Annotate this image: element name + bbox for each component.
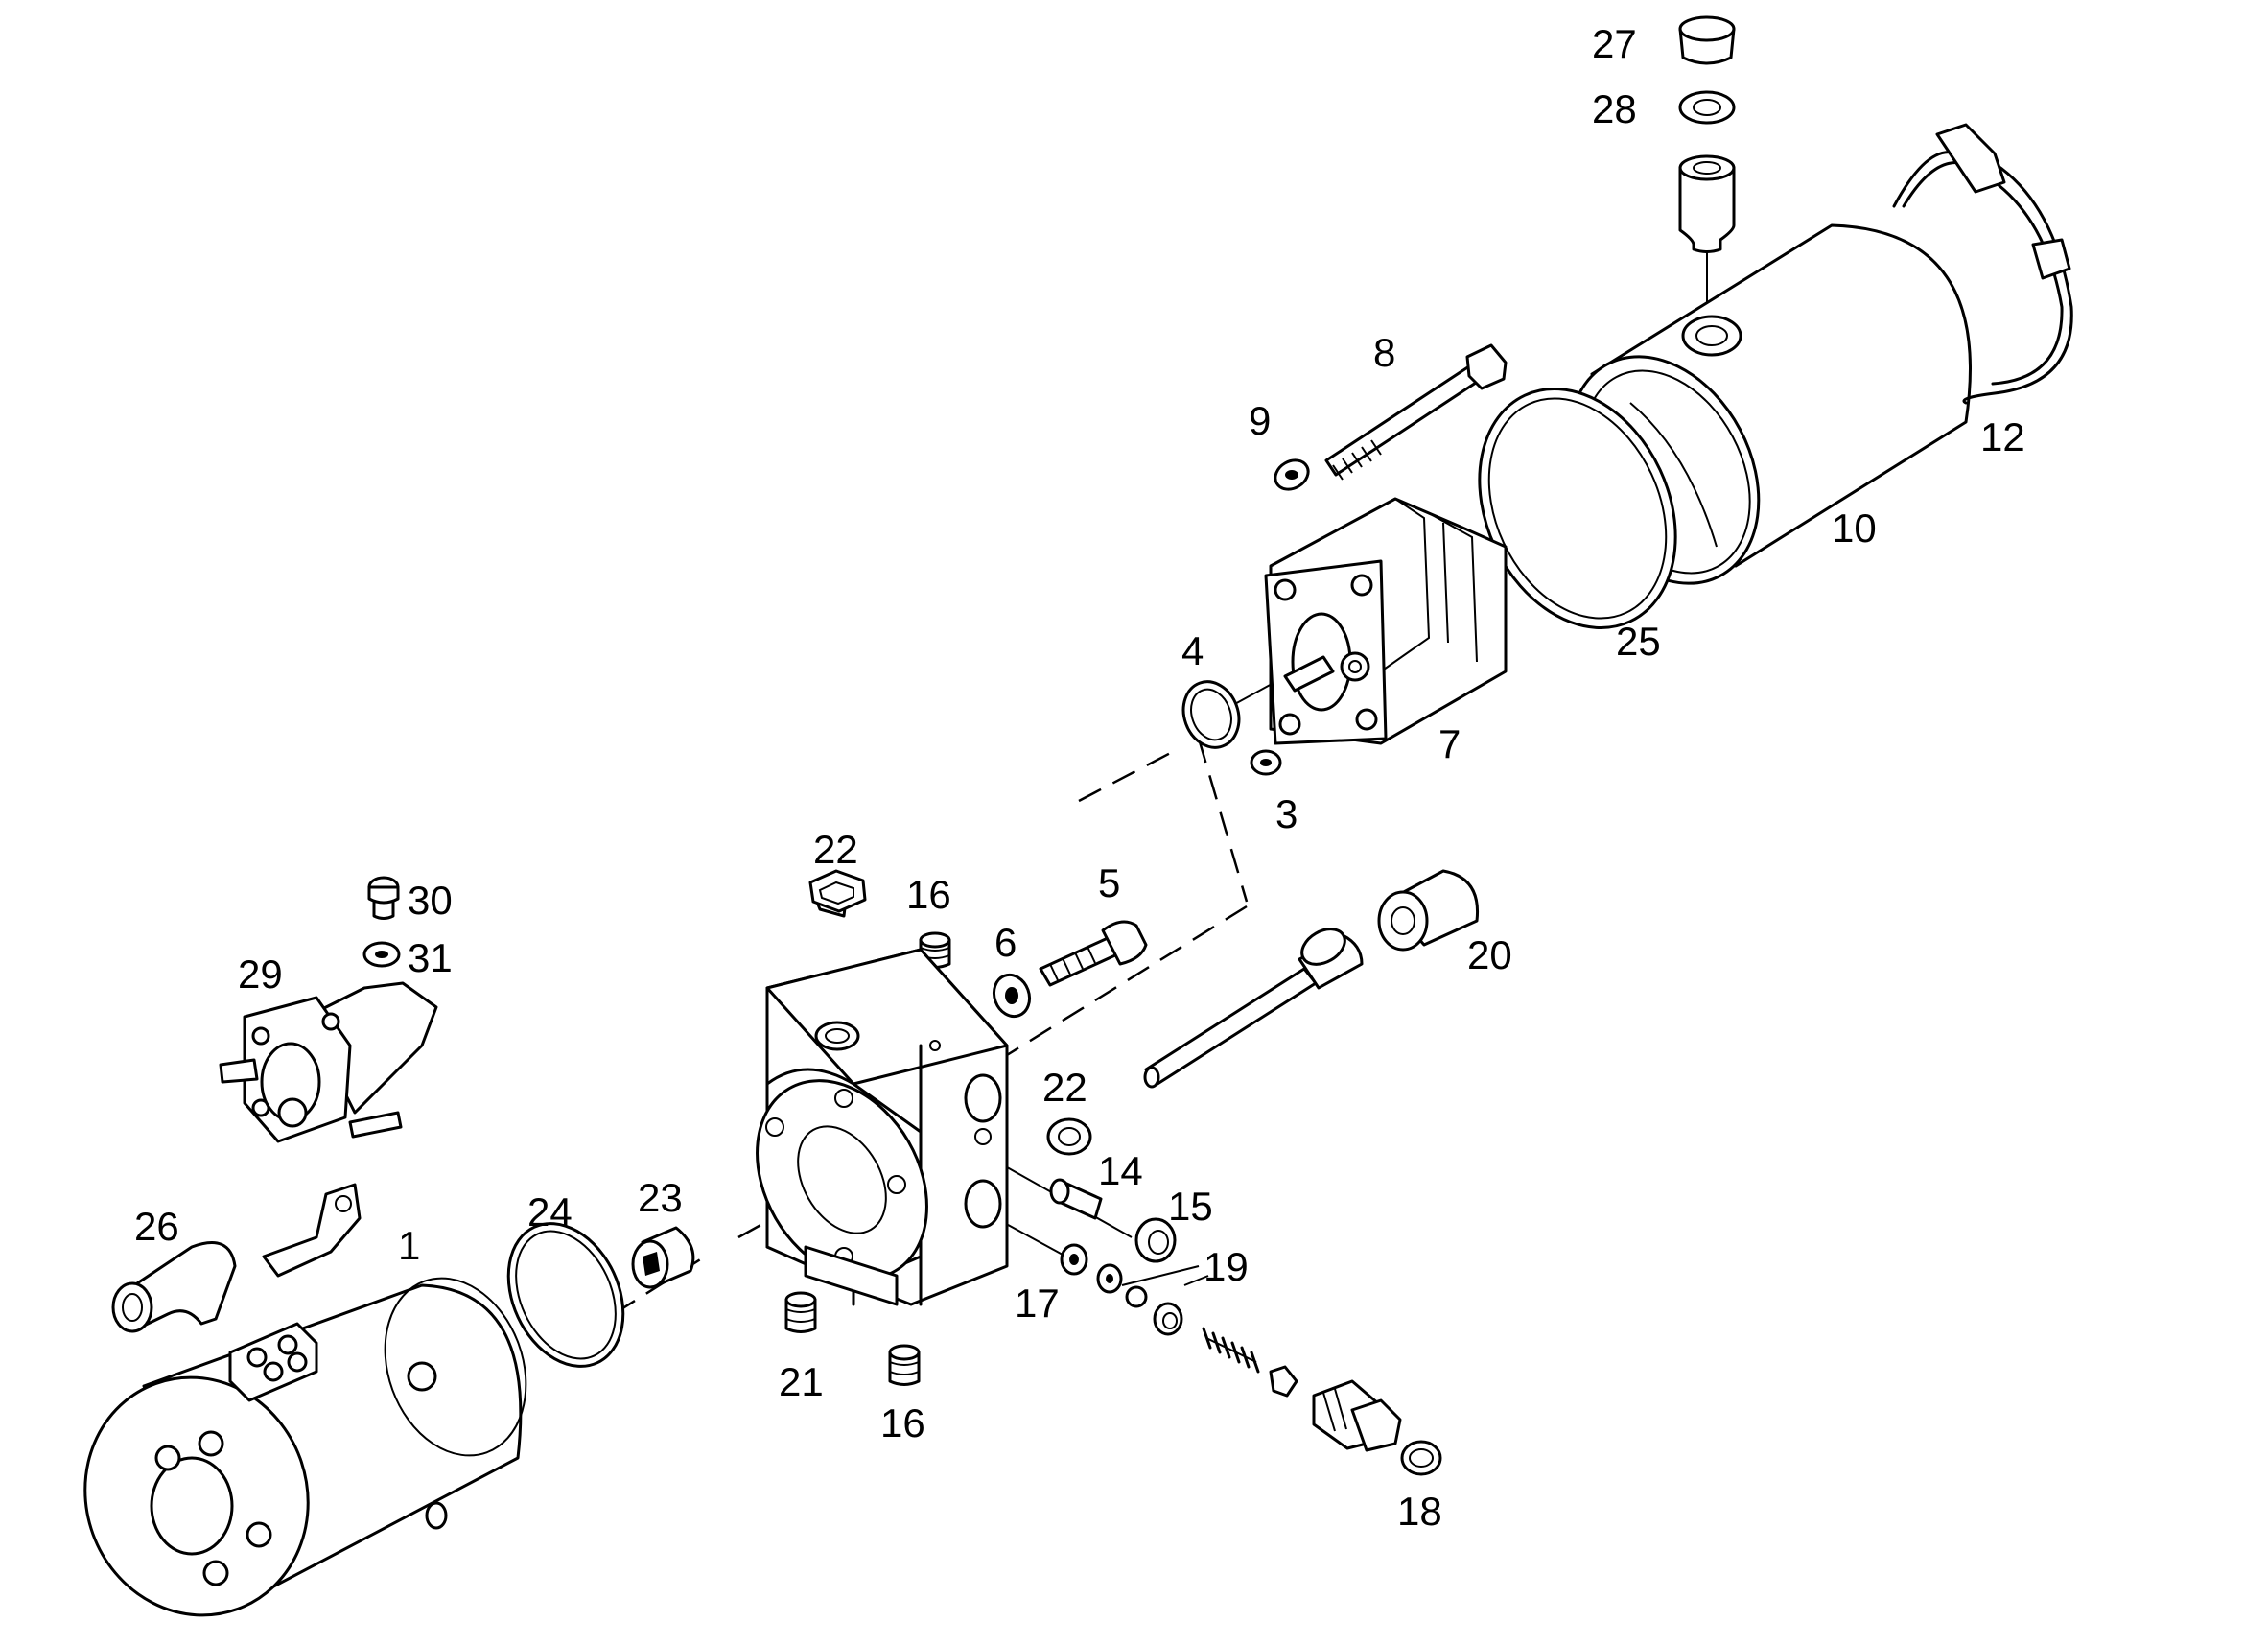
label-22b: 22 [1042, 1065, 1087, 1110]
part-14-pin [1049, 1178, 1103, 1220]
part-adjusting-screw [1312, 1379, 1402, 1452]
part-4-oring [1181, 680, 1241, 749]
label-29: 29 [238, 952, 283, 997]
label-7: 7 [1438, 721, 1461, 766]
part-ball-and-washer [1096, 1263, 1148, 1308]
part-20-filter [1377, 869, 1480, 952]
label-3: 3 [1275, 791, 1298, 836]
part-31-washer [362, 941, 401, 968]
part-suction-tube [1143, 928, 1364, 1089]
part-27-cap [1678, 15, 1736, 65]
part-poppet [1269, 1365, 1298, 1398]
part-22-plug-side [1046, 1117, 1092, 1156]
part-18-oring [1400, 1440, 1442, 1476]
label-31: 31 [408, 935, 453, 980]
part-15-nut [1134, 1217, 1177, 1263]
part-bracket [262, 1183, 362, 1278]
valve-block [756, 948, 1009, 1306]
part-5-screw [1039, 920, 1148, 987]
label-18: 18 [1397, 1489, 1442, 1534]
part-17-washer [1060, 1243, 1088, 1276]
label-23: 23 [638, 1175, 683, 1220]
part-3-washer [1250, 749, 1282, 776]
label-14: 14 [1098, 1148, 1143, 1193]
part-21-screw [784, 1291, 817, 1333]
label-24: 24 [527, 1189, 573, 1234]
leader-lines [1183, 1275, 1209, 1286]
label-19: 19 [1204, 1244, 1249, 1289]
part-26-elbow [111, 1241, 237, 1333]
label-12: 12 [1980, 414, 2025, 459]
label-8: 8 [1373, 330, 1395, 375]
part-6-washer [992, 973, 1032, 1019]
part-10-tank [1567, 223, 1972, 585]
label-21: 21 [779, 1359, 824, 1404]
label-15: 15 [1168, 1184, 1213, 1229]
label-6: 6 [994, 920, 1017, 965]
part-30-screw [367, 876, 400, 920]
label-9: 9 [1249, 398, 1271, 443]
label-28: 28 [1592, 86, 1637, 131]
part-7-gear-pump [1264, 497, 1508, 745]
part-labels: 1 3 4 5 6 7 8 9 10 12 14 15 16 16 17 18 … [134, 21, 2025, 1534]
part-8-bolt [1324, 343, 1508, 481]
label-22a: 22 [813, 827, 858, 872]
part-9-washer [1274, 458, 1310, 491]
label-16b: 16 [880, 1400, 925, 1445]
part-filler-fitting [1678, 154, 1736, 253]
part-29-solenoid [219, 981, 438, 1143]
part-19-valve-seat [1153, 1302, 1183, 1336]
label-1: 1 [398, 1223, 420, 1268]
label-17: 17 [1015, 1281, 1060, 1326]
label-4: 4 [1181, 628, 1204, 673]
part-28-washer [1678, 90, 1736, 125]
part-23-coupling [631, 1226, 695, 1289]
part-12-clamp [1892, 123, 2073, 405]
part-1-motor [83, 1277, 527, 1617]
label-26: 26 [134, 1204, 179, 1249]
part-24-oring [506, 1222, 625, 1368]
label-30: 30 [408, 878, 453, 923]
label-16a: 16 [906, 872, 951, 917]
label-20: 20 [1467, 932, 1512, 977]
part-spring [1202, 1327, 1260, 1374]
label-10: 10 [1832, 505, 1877, 551]
label-25: 25 [1616, 619, 1661, 664]
part-16-screw-bottom [888, 1344, 921, 1386]
label-27: 27 [1592, 21, 1637, 66]
label-5: 5 [1098, 860, 1120, 905]
part-22-plug-top [808, 869, 867, 918]
